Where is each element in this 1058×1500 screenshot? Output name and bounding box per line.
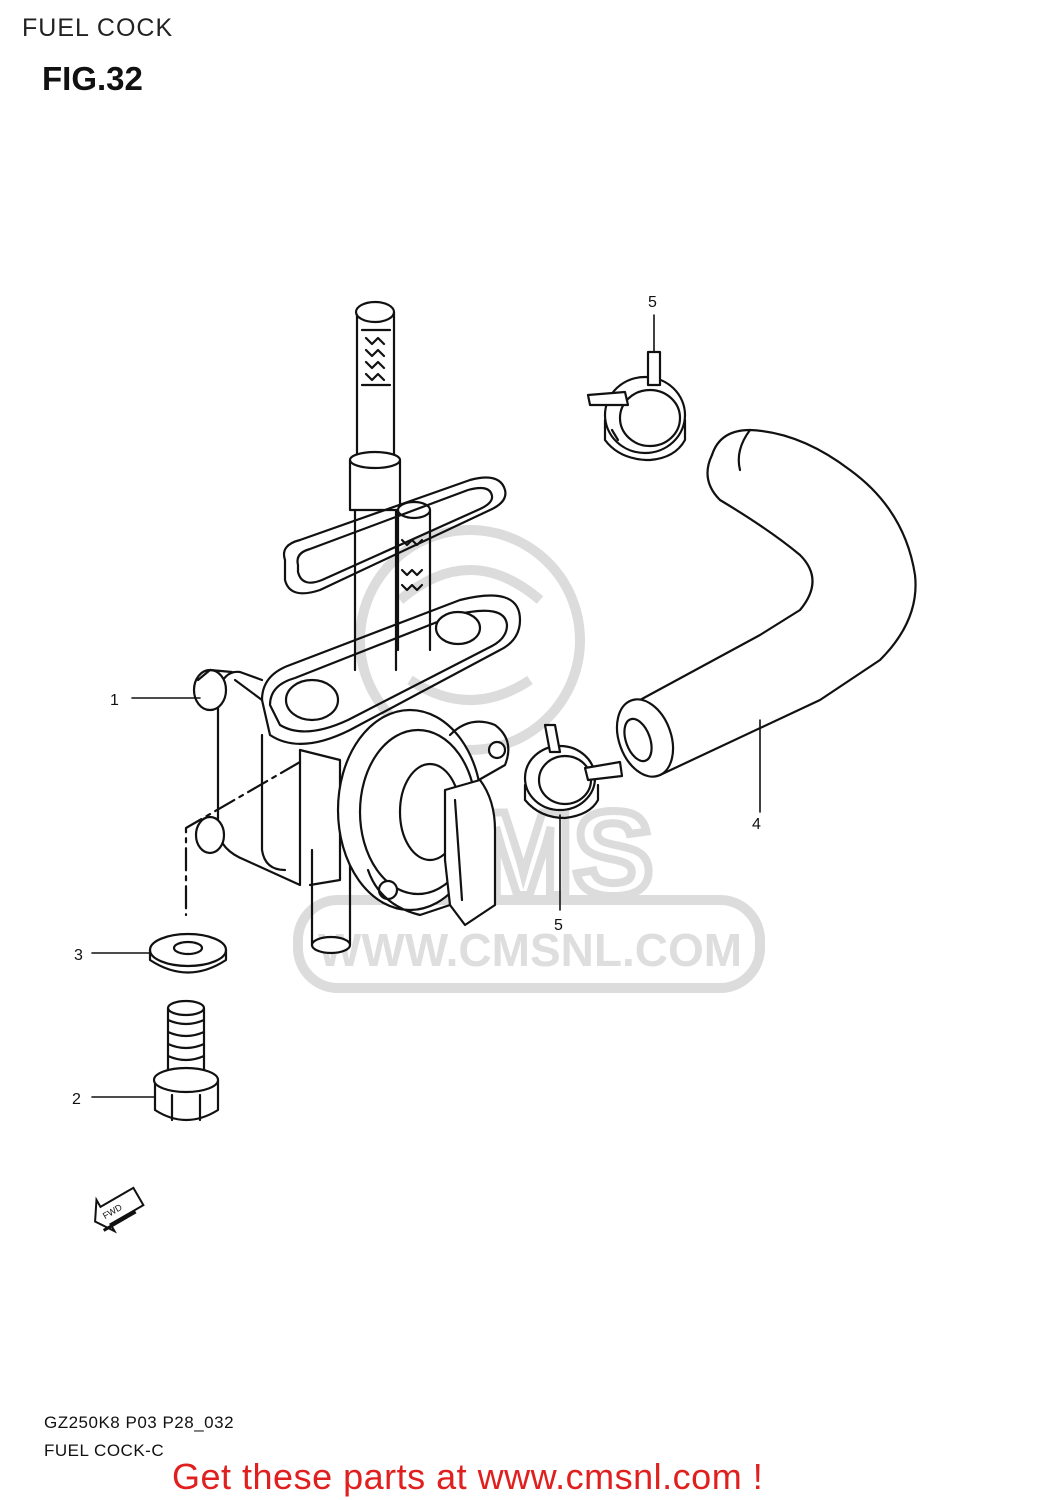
watermark-url: WWW.CMSNL.COM: [318, 924, 742, 976]
leader-lines: [91, 314, 761, 1098]
diagram-name: FUEL COCK-C: [44, 1441, 165, 1460]
callout-1: 1: [110, 692, 119, 709]
callout-4: 4: [752, 816, 761, 833]
fuel-hose: [615, 428, 917, 778]
fuel-cock-body: [192, 300, 522, 955]
figure-label: FIG.32: [42, 60, 143, 97]
callout-5-upper: 5: [648, 294, 657, 311]
hose-clamp-upper: [586, 350, 687, 462]
alignment-line: [184, 760, 302, 917]
model-code: GZ250K8 P03 P28_032: [44, 1413, 235, 1432]
promo-link[interactable]: Get these parts at www.cmsnl.com !: [172, 1456, 764, 1497]
callout-3: 3: [74, 947, 83, 964]
watermark: [293, 525, 765, 993]
bolt: [152, 999, 220, 1122]
callout-5-lower: 5: [554, 917, 563, 934]
callout-2: 2: [72, 1091, 81, 1108]
forward-arrow-icon: [94, 1186, 145, 1234]
washer: [148, 932, 228, 974]
hose-clamp-lower: [523, 723, 624, 820]
page-title: FUEL COCK: [22, 14, 174, 42]
